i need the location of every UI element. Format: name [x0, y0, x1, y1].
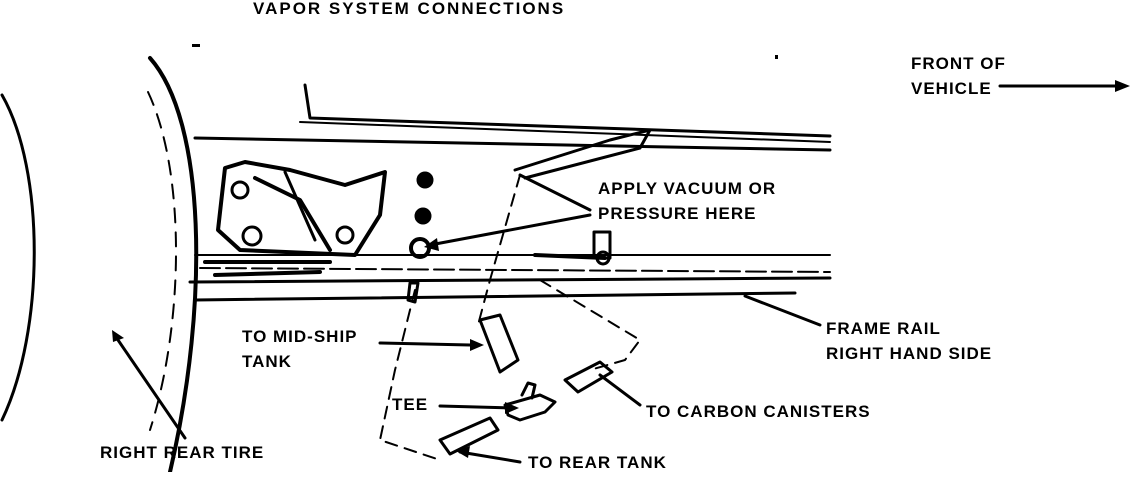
fitting-bolt-1 — [417, 172, 433, 188]
bracket-hole-1 — [232, 182, 248, 198]
fitting-bolt-2 — [415, 208, 431, 224]
frame-rail-bottom — [195, 293, 795, 300]
tire-tread-dashes — [148, 92, 176, 430]
label-carbon-canisters: TO CARBON CANISTERS — [646, 402, 871, 421]
dashed-hose-left — [478, 175, 520, 325]
mid-ship-tank-hose — [480, 315, 518, 372]
label-front-of-vehicle-line2: VEHICLE — [911, 79, 992, 98]
bracket-hole-3 — [337, 227, 353, 243]
leader-apply-vacuum — [430, 215, 590, 245]
frame-rail-lower — [190, 278, 830, 282]
tee-stub — [522, 383, 535, 398]
vacuum-hose-upper — [520, 175, 590, 210]
frame-rail-hatch — [205, 262, 330, 275]
speck-2 — [775, 55, 778, 59]
mounting-bracket — [218, 162, 385, 255]
dashed-hose-right — [540, 280, 640, 370]
speck-1 — [192, 44, 200, 47]
bracket-slot — [255, 178, 330, 250]
leader-tire — [118, 340, 185, 438]
rear-tank-hose — [440, 418, 498, 454]
label-tee: TEE — [392, 395, 429, 414]
frame-rail-mid — [200, 268, 830, 272]
label-frame-rail-line1: FRAME RAIL — [826, 319, 941, 338]
arrowhead-mid-ship — [470, 339, 484, 351]
rail-fitting-nut — [597, 252, 609, 264]
arrowhead-tee — [505, 402, 519, 414]
leader-tee — [440, 406, 515, 408]
bracket-rib — [285, 172, 315, 240]
leader-frame-rail — [745, 296, 820, 325]
leader-mid-ship — [380, 343, 470, 345]
label-rear-tank: TO REAR TANK — [528, 453, 667, 472]
label-apply-vacuum-line1: APPLY VACUUM OR — [598, 179, 777, 198]
leader-rear-tank — [460, 452, 520, 462]
bracket-hole-2 — [243, 227, 261, 245]
leader-canisters — [600, 375, 640, 405]
tire-outer-arc — [150, 58, 196, 472]
label-frame-rail-line2: RIGHT HAND SIDE — [826, 344, 993, 363]
rail-fitting-body — [594, 232, 610, 258]
tee-fitting — [505, 395, 555, 420]
tire-inner-arc — [2, 95, 34, 420]
label-right-rear-tire: RIGHT REAR TIRE — [100, 443, 265, 462]
arrowhead-tire — [112, 330, 124, 342]
label-mid-ship-line2: TANK — [242, 352, 292, 371]
small-pipe-stub — [408, 283, 418, 302]
body-rail-upper — [305, 85, 830, 136]
arrowhead-front — [1115, 80, 1130, 92]
label-apply-vacuum-line2: PRESSURE HERE — [598, 204, 757, 223]
diagram-title: VAPOR SYSTEM CONNECTIONS — [253, 0, 566, 18]
vacuum-hose — [515, 130, 650, 178]
dashed-hose-down — [380, 290, 440, 460]
body-rail-upper-2 — [300, 122, 830, 142]
body-rail-top-line — [195, 138, 830, 150]
canister-hose — [565, 362, 612, 392]
label-front-of-vehicle-line1: FRONT OF — [911, 54, 1006, 73]
arrowhead-apply — [424, 238, 439, 251]
label-mid-ship-line1: TO MID-SHIP — [242, 327, 358, 346]
arrowhead-rear-tank — [456, 446, 470, 458]
